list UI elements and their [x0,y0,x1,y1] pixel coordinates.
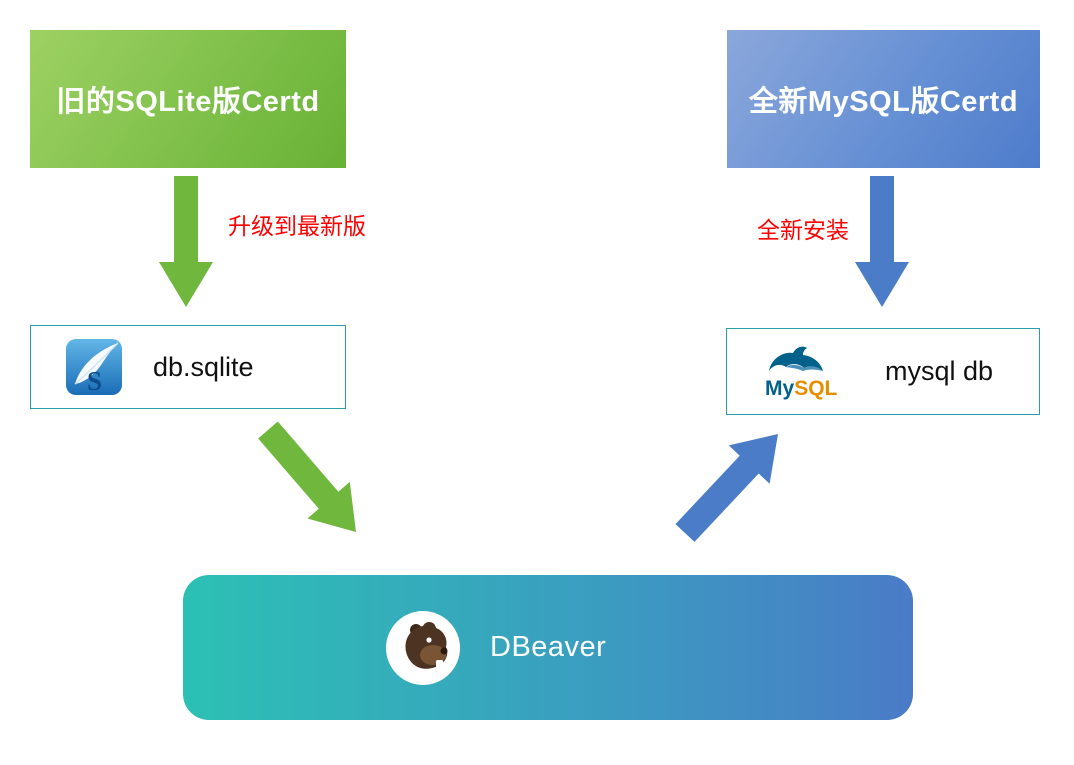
old-sqlite-certd-box: 旧的SQLite版Certd [30,30,346,168]
mysql-db-label: mysql db [885,356,994,386]
sqlite-db-label: db.sqlite [153,351,254,382]
mysql-wordmark: MySQL [765,377,838,400]
new-mysql-certd-box: 全新MySQL版Certd [727,30,1040,168]
fresh-install-arrow-label: 全新安装 [757,217,849,243]
dbeaver-to-mysql-arrow [675,434,778,542]
dbeaver-label: DBeaver [490,631,607,663]
mysql-db-node: MySQL mysql db [726,328,1040,415]
old-sqlite-certd-label: 旧的SQLite版Certd [56,86,320,118]
upgrade-arrow-label: 升级到最新版 [228,213,366,239]
dbeaver-node: DBeaver [183,575,913,720]
upgrade-arrow [159,176,213,307]
new-mysql-certd-label: 全新MySQL版Certd [748,86,1019,118]
sqlite-db-node: S db.sqlite [30,325,346,409]
sqlite-icon-letter: S [87,366,102,396]
mysql-icon: MySQL [765,346,838,400]
fresh-install-arrow [855,176,909,307]
dbeaver-icon [386,610,460,685]
sqlite-to-dbeaver-arrow [258,421,356,532]
sqlite-icon: S [66,339,122,396]
